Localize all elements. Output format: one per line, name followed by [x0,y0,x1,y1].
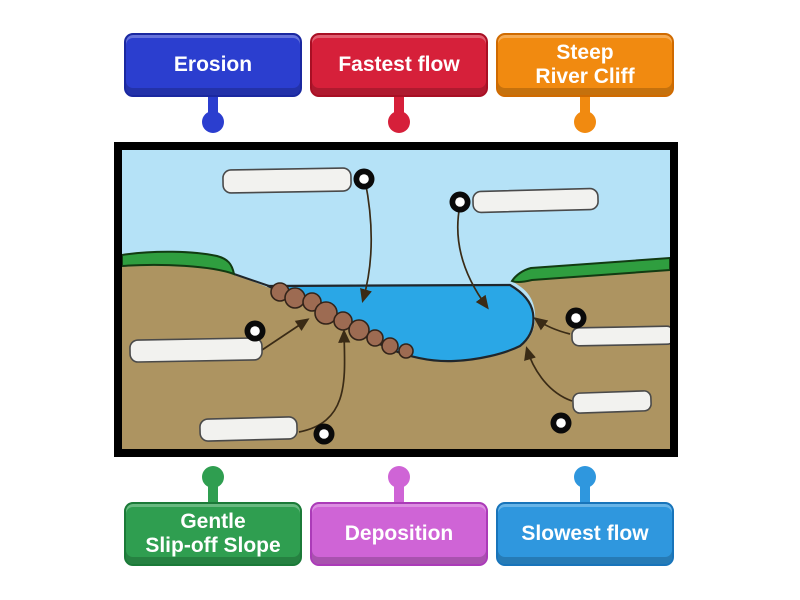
tag-gentle-slip-off-slope-box[interactable]: Gentle Slip-off Slope [124,502,302,566]
blank-box-2[interactable] [472,187,599,214]
tag-fastest-flow-box[interactable]: Fastest flow [310,33,488,97]
tag-drag-knob[interactable] [574,111,596,133]
diagram-frame [114,142,678,457]
target-point-3[interactable] [244,320,266,342]
blank-box-6[interactable] [572,390,652,414]
tag-drag-knob[interactable] [574,466,596,488]
tag-slowest-flow-box[interactable]: Slowest flow [496,502,674,566]
left-slope-outline [233,273,273,288]
deposition-rocks [270,282,414,359]
tag-stem [580,486,590,502]
tag-stem [394,97,404,113]
tag-label: Fastest flow [338,53,460,77]
tag-deposition[interactable]: Deposition [310,466,488,566]
tag-drag-knob[interactable] [388,466,410,488]
tag-label-line2: River Cliff [535,65,635,88]
river-cross-section-diagram [122,150,670,449]
blank-answer-boxes [129,167,670,442]
tag-label: Steep [556,41,614,65]
tag-label: Gentle [180,510,246,534]
right-bank-grass [510,256,670,284]
river-banks-ground [122,262,670,449]
drop-target-points [244,168,587,445]
left-bank-grass [122,250,236,276]
tag-label: Slowest flow [521,522,649,546]
arrow-to-rocks-1 [261,318,310,351]
tag-steep-river-cliff[interactable]: Steep River Cliff [496,33,674,133]
target-point-1[interactable] [353,168,375,190]
tag-stem [580,97,590,113]
arrow-to-rocks-2 [298,328,351,433]
target-point-2[interactable] [449,191,471,213]
tag-stem [208,97,218,113]
blank-box-3[interactable] [129,337,263,363]
pointer-arrows [261,179,573,433]
tag-stem [208,486,218,502]
tag-slowest-flow[interactable]: Slowest flow [496,466,674,566]
tag-stem [394,486,404,502]
tag-drag-knob[interactable] [388,111,410,133]
tag-drag-knob[interactable] [202,111,224,133]
tag-label-line2: Slip-off Slope [145,534,281,557]
arrow-to-cliff-2 [524,346,573,402]
tag-steep-river-cliff-box[interactable]: Steep River Cliff [496,33,674,97]
tag-label: Erosion [173,53,253,77]
blank-box-4[interactable] [199,416,298,442]
tag-label: Deposition [344,522,454,546]
blank-box-1[interactable] [222,167,352,194]
target-point-4[interactable] [313,423,335,445]
arrow-to-right-water [456,204,489,310]
target-point-6[interactable] [550,412,572,434]
arrow-to-cliff-1 [533,317,571,335]
target-point-5[interactable] [565,307,587,329]
tag-fastest-flow[interactable]: Fastest flow [310,33,488,133]
tag-gentle-slip-off-slope[interactable]: Gentle Slip-off Slope [124,466,302,566]
tag-deposition-box[interactable]: Deposition [310,502,488,566]
blank-box-5[interactable] [571,325,670,347]
arrow-to-left-water [360,179,372,303]
tag-erosion-box[interactable]: Erosion [124,33,302,97]
tag-drag-knob[interactable] [202,466,224,488]
tag-erosion[interactable]: Erosion [124,33,302,133]
